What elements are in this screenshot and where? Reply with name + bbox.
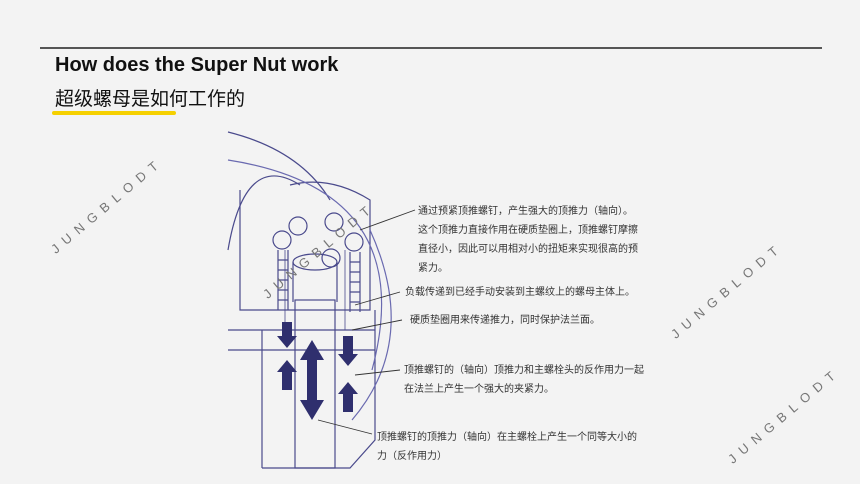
arrow-down-icon	[277, 322, 297, 348]
note-hardened-washer: 硬质垫圈用来传递推力，同时保护法兰面。	[410, 315, 600, 326]
page-subtitle: 超级螺母是如何工作的	[55, 88, 246, 110]
note-clamping-force: 顶推螺钉的（轴向）顶推力和主螺栓头的反作用力一起在法兰上产生一个强大的夹紧力。	[404, 365, 644, 395]
top-divider	[40, 47, 822, 49]
note-load-transfer: 负载传递到已经手动安装到主螺纹上的螺母主体上。	[405, 287, 635, 298]
arrow-up-icon	[338, 382, 358, 412]
note-push-screws: 通过预紧顶推螺钉，产生强大的顶推力（轴向）。这个顶推力直接作用在硬质垫圈上，顶推…	[418, 206, 638, 274]
arrow-down-icon	[338, 336, 358, 366]
note-reaction-force: 顶推螺钉的顶推力（轴向）在主螺栓上产生一个同等大小的力（反作用力）	[377, 432, 637, 462]
arrow-up-icon	[277, 360, 297, 390]
title-underline	[52, 111, 176, 115]
page-title: How does the Super Nut work	[55, 54, 339, 76]
double-arrow-icon	[300, 340, 324, 420]
